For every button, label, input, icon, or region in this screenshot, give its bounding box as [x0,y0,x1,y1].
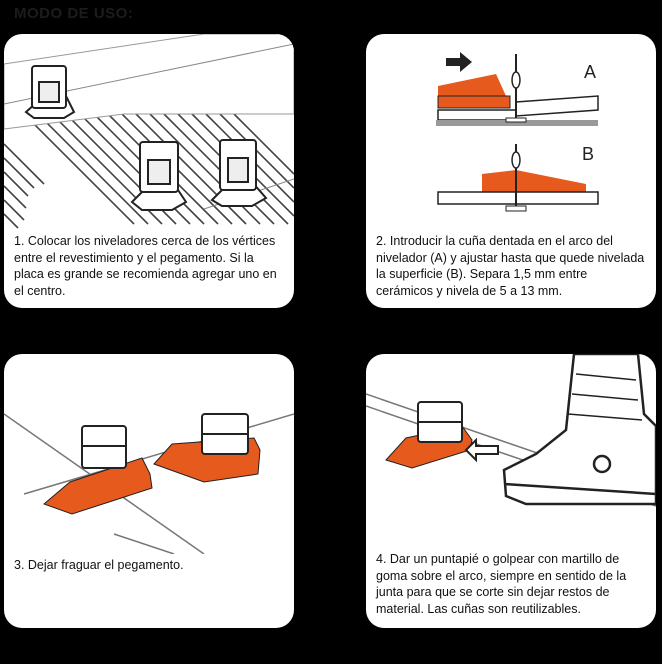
step-1-card: 1. Colocar los niveladores cerca de los … [4,34,294,308]
step-3-caption: 3. Dejar fraguar el pegamento. [14,557,284,574]
step-4-caption: 4. Dar un puntapié o golpear con martill… [376,551,646,617]
leveler-clip-icon [82,426,126,468]
leveler-clip-icon [212,140,266,206]
step-2-illustration: A B [366,34,656,229]
leveler-clip-icon [132,142,186,210]
leveler-clip-icon [26,66,74,118]
step-2-card: A B 2. Introducir la cuña dentada en el … [366,34,656,308]
step-3-illustration [4,354,294,554]
section-title: MODO DE USO: [14,4,133,24]
step-4-illustration [366,354,656,549]
step-1-caption: 1. Colocar los niveladores cerca de los … [14,233,284,299]
step-1-illustration [4,34,294,229]
step-4-card: 4. Dar un puntapié o golpear con martill… [366,354,656,628]
boot-icon [504,354,656,504]
leveler-clip-icon [418,402,462,442]
label-a: A [584,62,596,82]
step-3-card: 3. Dejar fraguar el pegamento. [4,354,294,628]
step-2-caption: 2. Introducir la cuña dentada en el arco… [376,233,646,299]
leveler-clip-icon [202,414,248,454]
arrow-right-icon [446,52,472,72]
label-b: B [582,144,594,164]
